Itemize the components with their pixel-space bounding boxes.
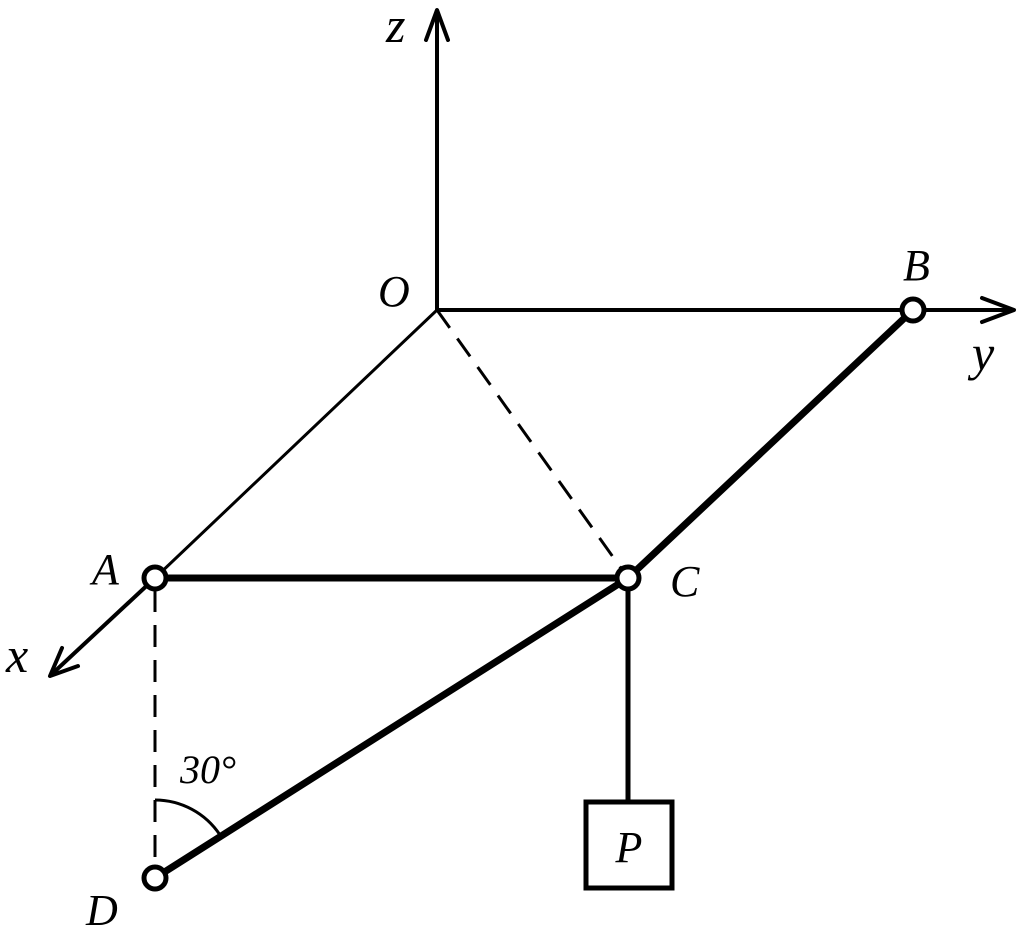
point-label-o: O <box>378 267 410 316</box>
members <box>151 306 917 882</box>
load-box <box>583 799 675 891</box>
bar-dc <box>151 574 632 882</box>
axis-label-z: z <box>385 0 405 53</box>
y-axis-arrowhead <box>980 296 1016 324</box>
joint-c <box>614 564 642 592</box>
axis-label-x: x <box>5 627 28 683</box>
angle-arc <box>154 798 222 836</box>
point-label-b: B <box>903 241 930 290</box>
point-label-c: C <box>670 557 700 606</box>
axis-label-y: y <box>967 325 995 381</box>
axes <box>48 8 1016 678</box>
bar-bc <box>624 306 917 582</box>
x-axis-segment-oa <box>153 308 439 580</box>
z-axis-arrowhead <box>424 8 450 42</box>
point-label-a: A <box>89 545 120 594</box>
joints <box>141 296 927 892</box>
angle-label: 30° <box>179 747 236 792</box>
point-label-d: D <box>85 886 118 929</box>
load-label: P <box>615 823 643 872</box>
joint-b <box>899 296 927 324</box>
dashed-lines <box>153 309 630 870</box>
joint-a <box>141 564 169 592</box>
x-axis <box>50 576 157 676</box>
joint-d <box>141 864 169 892</box>
x-axis-arrowhead <box>48 646 80 678</box>
dashed-line-oc <box>435 309 630 579</box>
